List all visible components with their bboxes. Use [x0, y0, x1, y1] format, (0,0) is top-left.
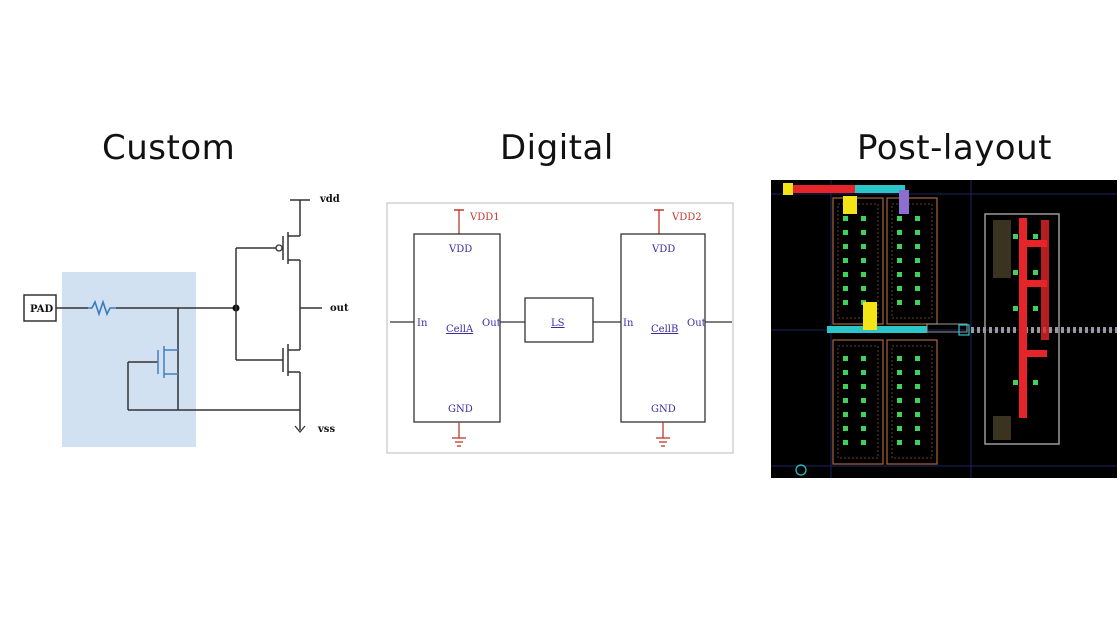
layout-background	[771, 180, 1117, 478]
metal-red-vertical	[1019, 218, 1027, 418]
layout-right-block	[984, 213, 1060, 445]
esd-clamp-transistor	[157, 346, 178, 378]
level-shifter-label: LS	[551, 318, 565, 329]
post-layout-title: Post-layout	[857, 128, 1052, 168]
cell-a-box	[413, 233, 501, 423]
custom-title: Custom	[102, 128, 236, 168]
vdd-label: vdd	[319, 194, 340, 205]
vdd2-label: VDD2	[671, 212, 702, 223]
cell-b-in: In	[623, 318, 634, 329]
custom-schematic: PAD vdd out vss	[23, 194, 349, 447]
pad-label: PAD	[30, 304, 54, 315]
vdd1-label: VDD1	[469, 212, 500, 223]
cell-a-out: Out	[482, 318, 501, 329]
cell-a-in: In	[417, 318, 428, 329]
layout-cell-columns	[832, 197, 938, 465]
pad-box	[23, 294, 57, 322]
metal-cyan-top	[855, 185, 905, 193]
level-shifter-box	[524, 297, 594, 343]
layout-vias	[843, 216, 920, 445]
cell-a-gnd: GND	[448, 404, 473, 415]
resistor-symbol	[88, 299, 116, 317]
cell-a-vdd: VDD	[448, 244, 472, 255]
vss-label: vss	[317, 424, 335, 435]
post-layout-view	[771, 180, 1117, 478]
custom-highlight-region	[62, 272, 196, 447]
cell-b-box	[620, 233, 706, 423]
cell-b-vdd: VDD	[651, 244, 675, 255]
cell-b-out: Out	[687, 318, 706, 329]
cell-b-name: CellB	[651, 324, 678, 335]
metal-red-top	[789, 185, 855, 193]
cell-a-name: CellA	[446, 324, 474, 335]
cell-b-gnd: GND	[651, 404, 676, 415]
out-label: out	[330, 303, 349, 314]
digital-diagram: VDD1 VDD GND In Out CellA LS VDD2 VDD GN…	[386, 202, 734, 454]
digital-title: Digital	[500, 128, 614, 168]
